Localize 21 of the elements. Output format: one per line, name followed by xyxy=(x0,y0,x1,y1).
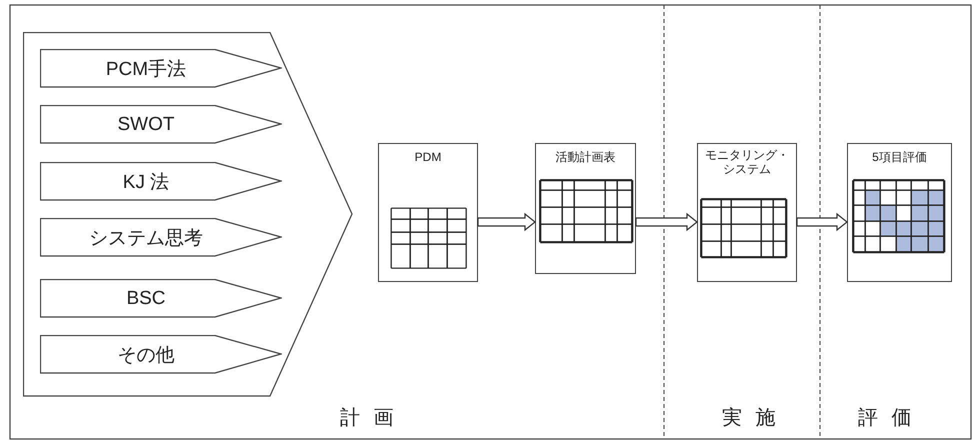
pentagon-frame xyxy=(23,32,353,397)
document-card xyxy=(697,143,797,282)
method-tag: PCM手法 xyxy=(40,49,282,88)
phase-label: 評 価 xyxy=(858,406,916,431)
method-tag: その他 xyxy=(40,335,282,374)
block-arrow xyxy=(635,212,698,232)
card-title: モニタリング・システム xyxy=(704,148,790,176)
phase-label: 実 施 xyxy=(722,406,780,431)
document-card xyxy=(535,143,636,274)
document-card xyxy=(847,143,952,282)
block-arrow xyxy=(796,212,848,232)
document-card xyxy=(378,143,478,282)
block-arrow xyxy=(477,212,536,232)
phase-label: 計 画 xyxy=(340,406,398,431)
card-title: 5項目評価 xyxy=(871,150,928,164)
card-title: 活動計画表 xyxy=(554,150,616,164)
method-tag: KJ 法 xyxy=(40,162,282,201)
method-tag: システム思考 xyxy=(40,218,282,257)
card-title: PDM xyxy=(414,150,442,164)
method-tag: BSC xyxy=(40,279,282,318)
method-tag: SWOT xyxy=(40,105,282,144)
